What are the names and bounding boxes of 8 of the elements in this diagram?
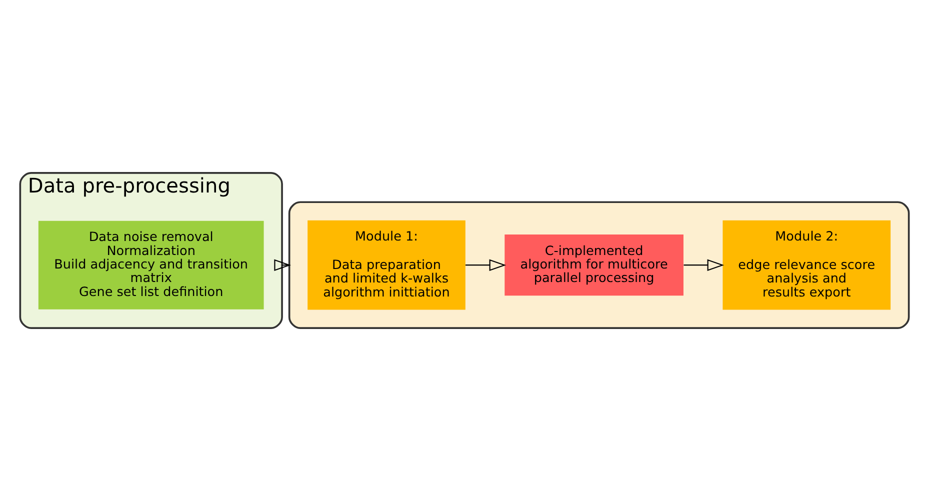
node-box: Module 1: Data preparation and limited k-walks algorithm inittiation bbox=[308, 220, 466, 310]
arrow bbox=[465, 259, 506, 271]
arrow bbox=[684, 259, 724, 271]
cluster bbox=[288, 201, 910, 329]
node-box: C-implemented algorithm for multicore parallel processing bbox=[504, 234, 684, 296]
arrow bbox=[274, 259, 291, 271]
node-box: Data noise removal Normalization Build adjacency and transition matrix Gene set list definition bbox=[38, 220, 264, 310]
node-box: Module 2: edge relevance score analysis and results export bbox=[722, 220, 891, 310]
